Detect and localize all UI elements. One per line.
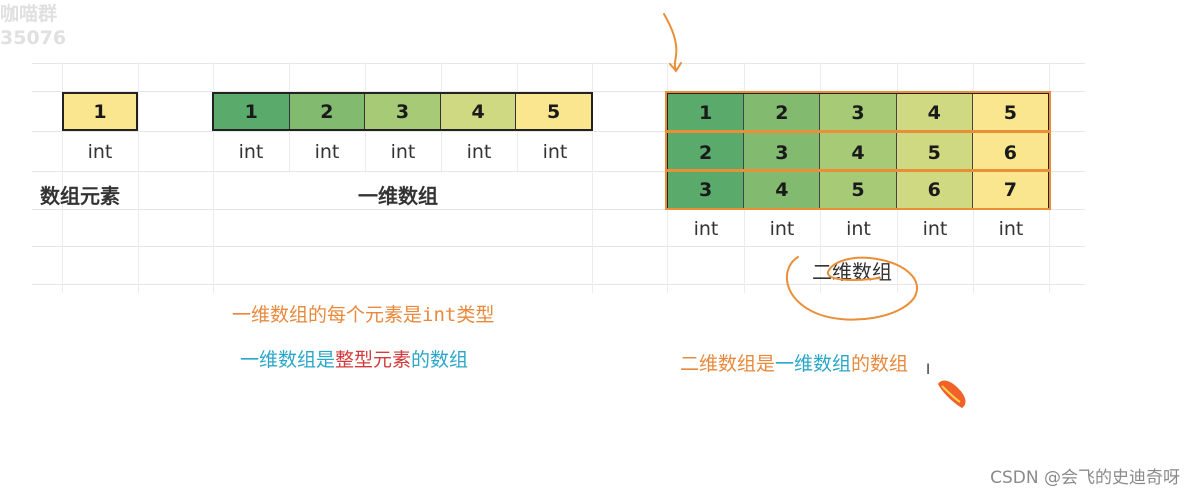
one-d-cell[interactable]: 5 — [516, 94, 591, 129]
two-d-cell[interactable]: 5 — [972, 94, 1049, 132]
two-d-cell[interactable]: 5 — [896, 133, 973, 172]
watermark: 咖喵群 35076 — [0, 2, 66, 50]
pen-circle-stroke — [785, 256, 919, 321]
note-3-part-c: 的数组 — [851, 353, 909, 375]
two-d-cell[interactable]: 4 — [744, 172, 821, 208]
pen-arrow-stroke — [663, 13, 678, 71]
two-d-cell[interactable]: 6 — [972, 133, 1049, 172]
note-2-part-a: 一维数组是 — [240, 349, 336, 371]
note-1-part-b: int — [422, 304, 457, 326]
pen-arrow-head — [669, 62, 682, 73]
two-d-cell[interactable]: 3 — [744, 133, 821, 172]
two-d-cell[interactable]: 3 — [668, 172, 745, 208]
note-2-part-c: 的数组 — [411, 349, 469, 371]
two-d-cell[interactable]: 4 — [820, 133, 897, 172]
element-type-label: int — [87, 141, 113, 163]
element-cell[interactable]: 1 — [62, 92, 138, 131]
two-d-array: 1 2 3 4 5 2 3 4 5 6 3 4 5 6 7 — [666, 92, 1050, 209]
two-d-row: 1 2 3 4 5 — [668, 94, 1049, 132]
pen-cursor-icon — [938, 380, 966, 408]
two-d-type-label: int — [769, 217, 795, 240]
two-d-type-label: int — [998, 217, 1024, 240]
one-d-cell[interactable]: 4 — [440, 94, 517, 129]
grid-line — [32, 246, 1085, 247]
text-cursor-icon: I — [926, 362, 930, 378]
grid-line — [592, 63, 593, 293]
one-d-cell[interactable]: 1 — [214, 94, 290, 129]
one-d-type-label: int — [238, 141, 264, 163]
note-3-part-b: 一维数组 — [775, 353, 852, 375]
grid-line — [32, 209, 1085, 210]
grid-line — [32, 131, 1085, 132]
two-d-cell[interactable]: 6 — [896, 172, 973, 208]
two-d-cell[interactable]: 3 — [820, 94, 897, 132]
note-2-part-b: 整型元素 — [335, 349, 412, 371]
two-d-row: 2 3 4 5 6 — [668, 132, 1049, 172]
grid-line — [62, 63, 63, 293]
row-highlight-outline — [665, 170, 1051, 210]
note-line-1: 一维数组的每个元素是int类型 — [232, 300, 494, 327]
note-1-part-c: 类型 — [456, 304, 495, 326]
two-d-type-label: int — [693, 217, 719, 240]
note-1-part-a: 一维数组的每个元素是 — [232, 304, 423, 326]
footer-credit: CSDN @会飞的史迪奇呀 — [990, 468, 1180, 488]
one-d-type-label: int — [390, 141, 416, 163]
two-d-cell[interactable]: 7 — [972, 172, 1049, 208]
note-3-part-a: 二维数组是 — [680, 353, 776, 375]
watermark-line-1: 咖喵群 — [0, 3, 58, 25]
watermark-line-2: 35076 — [0, 27, 67, 49]
grid-line — [32, 63, 1085, 64]
note-line-3: 二维数组是一维数组的数组 — [680, 349, 908, 376]
one-d-type-label: int — [314, 141, 340, 163]
one-d-cell[interactable]: 2 — [289, 94, 366, 129]
note-line-2: 一维数组是整型元素的数组 — [240, 345, 468, 372]
grid-line — [32, 171, 1085, 172]
two-d-type-label: int — [846, 217, 871, 240]
one-d-array: 1 2 3 4 5 — [212, 92, 593, 131]
grid-line — [32, 284, 1085, 285]
one-d-type-label: int — [466, 141, 492, 163]
one-d-caption: 一维数组 — [358, 184, 438, 208]
two-d-cell[interactable]: 2 — [744, 94, 821, 132]
one-d-cell[interactable]: 3 — [365, 94, 441, 129]
element-caption: 数组元素 — [40, 184, 120, 208]
grid-line — [138, 63, 139, 293]
two-d-type-label: int — [922, 217, 948, 240]
grid-line — [213, 63, 214, 293]
two-d-cell[interactable]: 1 — [668, 94, 745, 132]
two-d-cell[interactable]: 4 — [896, 94, 973, 132]
two-d-cell[interactable]: 5 — [820, 172, 897, 208]
two-d-cell[interactable]: 2 — [668, 133, 745, 172]
one-d-type-label: int — [542, 141, 568, 163]
grid-line — [32, 91, 1085, 92]
